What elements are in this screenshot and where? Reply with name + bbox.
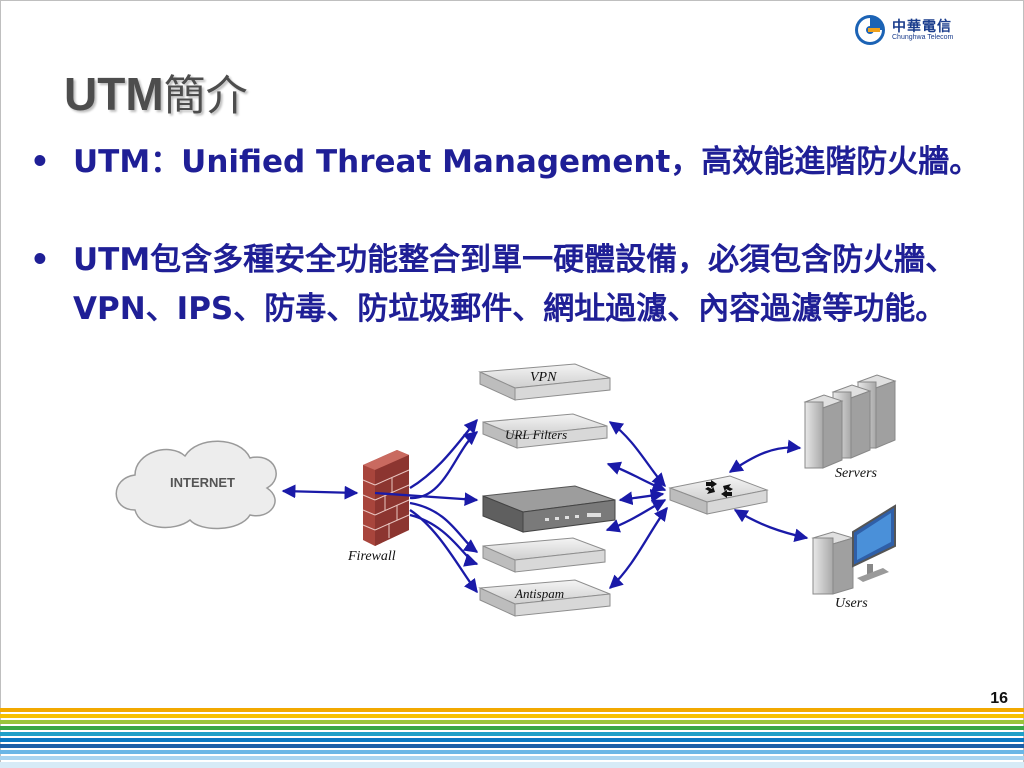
connection-arrows xyxy=(281,418,809,594)
utm-appliance-icon xyxy=(482,485,616,533)
url-filter-appliance-icon xyxy=(482,413,608,449)
bullet-marker: • xyxy=(30,144,50,180)
bullet-text: UTM：Unified Threat Management，高效能進階防火牆。 xyxy=(73,144,981,180)
firewall-icon xyxy=(362,450,410,546)
diagram-graphics xyxy=(115,363,897,617)
servers-icon xyxy=(803,374,897,469)
vpn-label: VPN xyxy=(530,370,557,385)
bullet-marker: • xyxy=(30,242,50,278)
title-latin: UTM xyxy=(64,68,164,120)
ips-appliance-icon xyxy=(482,537,606,573)
antispam-appliance-icon xyxy=(478,579,611,617)
chunghwa-logo-icon xyxy=(855,15,885,45)
users-label: Users xyxy=(835,596,868,611)
url-filters-label: URL Filters xyxy=(505,427,568,442)
logo-english-name: Chunghwa Telecom xyxy=(892,34,954,41)
firewall-label: Firewall xyxy=(348,549,396,564)
bullet-item-2: • UTM包含多種安全功能整合到單一硬體設備，必須包含防火牆、VPN、IPS、防… xyxy=(30,236,1005,386)
antispam-label: Antispam xyxy=(515,586,565,601)
servers-label: Servers xyxy=(835,466,877,481)
title-chinese: 簡介 xyxy=(163,71,248,120)
utm-network-diagram: VPN URL Filters Antispam Firewall Server… xyxy=(105,360,905,645)
vpn-appliance-icon xyxy=(478,363,611,401)
page-number: 16 xyxy=(990,690,1008,707)
internet-label: INTERNET xyxy=(170,475,235,490)
users-icon xyxy=(811,504,896,595)
logo-chinese-name: 中華電信 xyxy=(892,19,952,35)
chunghwa-logo: 中華電信 Chunghwa Telecom xyxy=(854,14,974,48)
page-title: UTM簡介 xyxy=(64,62,248,123)
bullet-item-1: • UTM：Unified Threat Management，高效能進階防火牆… xyxy=(30,138,1005,238)
internet-cloud-icon xyxy=(115,440,277,530)
footer-stripes xyxy=(0,708,1024,768)
bullet-text: UTM包含多種安全功能整合到單一硬體設備，必須包含防火牆、VPN、IPS、防毒、… xyxy=(73,242,957,327)
switch-icon xyxy=(668,475,769,515)
